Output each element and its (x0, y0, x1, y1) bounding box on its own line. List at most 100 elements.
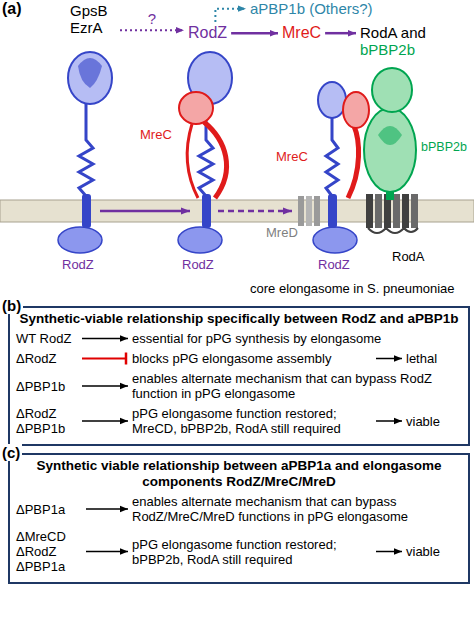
node-text: MreC (282, 24, 321, 42)
roda-helix (393, 194, 400, 228)
genotype-text: ΔRodZ ΔPBP1b (16, 406, 78, 436)
arrow-connector (376, 420, 402, 422)
protein-label: bPBP2b (421, 140, 467, 154)
arrow-connector (86, 508, 128, 510)
outcome-text: viable (406, 544, 462, 559)
arrow-connector (82, 385, 128, 387)
protein-label: MreC (276, 150, 308, 165)
edge-label: ? (146, 11, 158, 28)
protein-term: aPBP1b (Others?) (250, 0, 373, 17)
node-text: RodA and (360, 24, 472, 41)
genotype-text: WT RodZ (16, 331, 78, 346)
mrec-helix (187, 124, 198, 198)
node-text: GpsB EzrA (70, 2, 116, 37)
node-text: viable (406, 414, 462, 429)
effect-text: blocks pPG elongasome assembly (132, 351, 372, 366)
inhibition-connector (82, 358, 126, 360)
mrec-domain (179, 92, 213, 124)
protein-term: RodZ (188, 24, 227, 42)
effect-text: enables alternate mechanism that can byp… (132, 494, 466, 524)
panel-title: Synthetic-viable relationship specifical… (10, 308, 468, 327)
protein-term: GpsB EzrA (70, 2, 116, 37)
roda-helix (411, 194, 418, 228)
node-text: enables alternate mechanism that can byp… (132, 494, 466, 524)
caption-label: core elongasome in S. pneumoniae (250, 282, 455, 297)
panel-box: Synthetic-viable relationship specifical… (8, 306, 470, 446)
roda-helix (375, 194, 382, 228)
protein-label: MreC (140, 128, 172, 143)
arrow-connector (376, 551, 402, 553)
node-text: bPBP2b (360, 41, 472, 58)
protein-label: RodZ (62, 258, 94, 273)
protein-label: MreD (266, 226, 298, 241)
genotype-text: ΔPBP1a (16, 502, 82, 517)
genotype-text: ΔPBP1b (16, 379, 78, 394)
node-text: essential for pPG synthesis by elongasom… (132, 331, 466, 346)
roda-loops (368, 228, 418, 233)
node-text: WT RodZ (16, 331, 78, 346)
node-text: pPG elongasome function restored; MreCD,… (132, 406, 372, 436)
arrow-connector (215, 9, 246, 22)
protein-label: RodZ (182, 258, 214, 273)
genotype-text: ΔMreCD ΔRodZ ΔPBP1a (16, 529, 82, 574)
rodz-cyto-domain (313, 227, 357, 253)
roda-helix (366, 194, 373, 228)
node-text: enables alternate mechanism that can byp… (132, 371, 466, 401)
arrow-connector (231, 32, 278, 35)
pbp2b-domain (364, 108, 416, 192)
node-text: ΔRodZ ΔPBP1b (16, 406, 78, 436)
rodz-linker (79, 102, 93, 196)
arrow-connector (120, 29, 184, 31)
protein-label: RodA (392, 250, 425, 265)
effect-text: pPG elongasome function restored; bPBP2b… (132, 537, 372, 567)
node-text: ΔPBP1b (16, 379, 78, 394)
mrec-helix (348, 126, 359, 198)
node-text: viable (406, 544, 462, 559)
panel-letter: (a) (2, 0, 22, 18)
rodz-tm-helix (202, 194, 211, 228)
mred-helix (314, 196, 320, 226)
node-text: lethal (406, 351, 462, 366)
effect-text: enables alternate mechanism that can byp… (132, 371, 466, 401)
outcome-text: viable (406, 414, 462, 429)
pbp2b-domain (372, 68, 412, 112)
effect-text: pPG elongasome function restored; MreCD,… (132, 406, 372, 436)
node-text: pPG elongasome function restored; bPBP2b… (132, 537, 372, 567)
node-text: RodZ (188, 24, 227, 42)
panel-title: Synthetic viable relationship between aP… (10, 455, 468, 490)
rodz-tm-helix (328, 194, 337, 228)
arrow-connector (86, 551, 128, 553)
node-text: aPBP1b (Others?) (250, 0, 373, 17)
mred-helix (298, 196, 304, 226)
rodz-head (68, 52, 112, 104)
panel-letter: (b) (0, 297, 23, 314)
node-text: ΔMreCD ΔRodZ ΔPBP1a (16, 529, 82, 574)
protein-term: RodA andbPBP2b (360, 24, 472, 59)
arrow-connector (376, 358, 402, 360)
effect-text: essential for pPG synthesis by elongasom… (132, 331, 466, 346)
protein-label: RodZ (318, 258, 350, 273)
mrec-helix (204, 122, 227, 198)
genotype-text: ΔRodZ (16, 351, 78, 366)
rodz-cyto-domain (58, 227, 102, 253)
outcome-text: lethal (406, 351, 462, 366)
assembly-arrow (100, 210, 190, 213)
node-text: blocks pPG elongasome assembly (132, 351, 372, 366)
mrec-domain (343, 92, 369, 128)
pbp2b-fold (378, 126, 402, 145)
panel-letter: (c) (0, 444, 22, 461)
panel-box: Synthetic viable relationship between aP… (8, 453, 470, 584)
arrow-connector (82, 338, 128, 340)
node-text: ΔPBP1a (16, 502, 82, 517)
arrow-connector (82, 420, 128, 422)
rodz-head (318, 82, 346, 118)
mred-helix (306, 196, 312, 226)
rodz-cyto-domain (178, 227, 222, 253)
roda-helix (402, 194, 409, 228)
arrow-connector (325, 32, 356, 35)
node-text: ΔRodZ (16, 351, 78, 366)
rodz-linker (326, 118, 338, 196)
rodz-head-fold (78, 58, 102, 88)
